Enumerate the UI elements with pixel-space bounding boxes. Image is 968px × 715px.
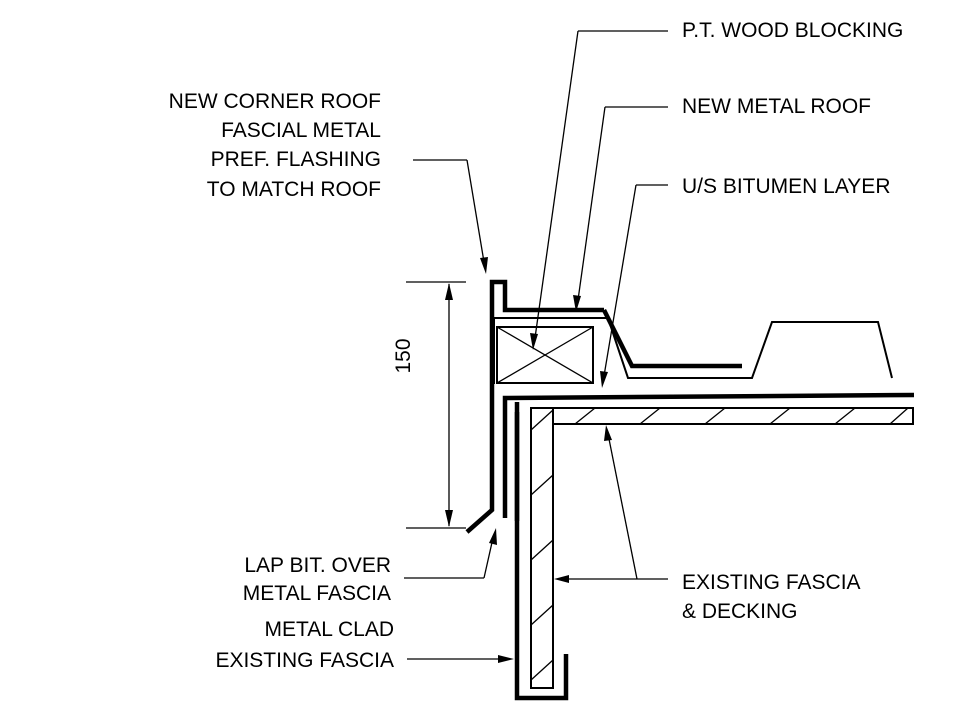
label-lap-bit: LAP BIT. OVER METAL FASCIA [243,554,391,605]
leader-metal-clad [407,655,514,663]
dimension-value: 150 [392,338,415,373]
existing-decking [552,407,914,425]
svg-text:NEW CORNER ROOF: NEW CORNER ROOF [169,90,381,113]
new-metal-roof [601,308,742,369]
svg-text:TO MATCH ROOF: TO MATCH ROOF [207,178,381,201]
svg-text:EXISTING FASCIA: EXISTING FASCIA [215,649,394,672]
corner-flashing [465,279,604,534]
existing-fascia-board [530,407,554,689]
svg-text:METAL CLAD: METAL CLAD [264,618,394,641]
svg-text:EXISTING FASCIA: EXISTING FASCIA [682,571,861,594]
metal-clad-fascia [514,402,569,701]
leader-corner-flashing [413,159,488,274]
label-metal-clad: METAL CLAD EXISTING FASCIA [215,618,394,672]
bitumen-layer [502,392,915,518]
label-corner-flashing: NEW CORNER ROOF FASCIAL METAL PREF. FLAS… [169,90,381,201]
label-pt-wood-blocking: P.T. WOOD BLOCKING [682,19,903,42]
pt-wood-blocking [496,326,594,384]
leader-pt-wood-blocking [530,30,668,350]
leader-lap-bit [404,528,497,579]
svg-text:METAL FASCIA: METAL FASCIA [243,582,391,605]
label-new-metal-roof: NEW METAL ROOF [682,95,871,118]
svg-text:PREF. FLASHING: PREF. FLASHING [211,148,381,171]
label-existing-fascia: EXISTING FASCIA & DECKING [682,571,861,623]
new-metal-roof-underlayer [493,317,893,384]
leader-existing-fascia [554,425,668,583]
dimension-150: 150 [392,281,466,529]
leader-new-metal-roof [573,106,668,312]
svg-text:FASCIAL METAL: FASCIAL METAL [221,119,381,142]
leader-us-bitumen [600,184,668,388]
svg-text:LAP BIT. OVER: LAP BIT. OVER [244,554,391,577]
label-us-bitumen-layer: U/S BITUMEN LAYER [682,175,890,198]
svg-text:& DECKING: & DECKING [682,600,798,623]
